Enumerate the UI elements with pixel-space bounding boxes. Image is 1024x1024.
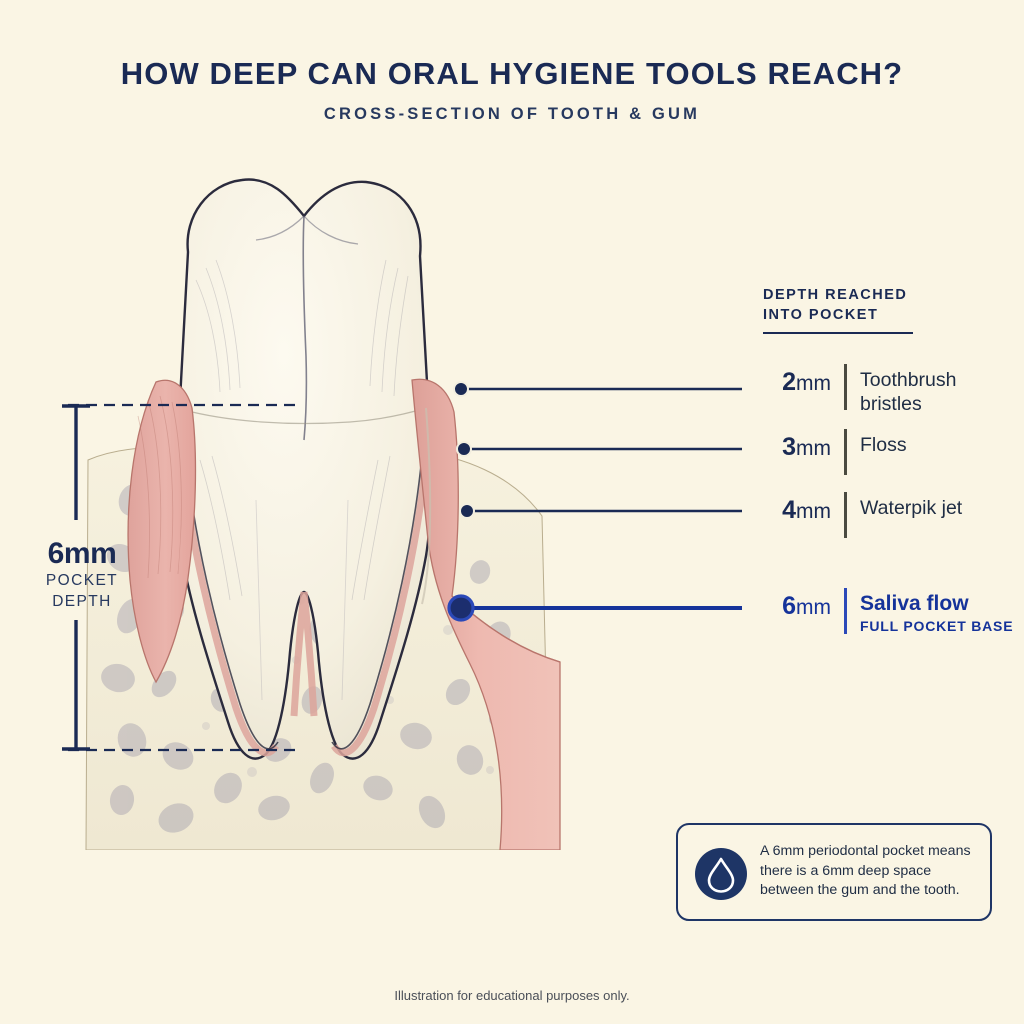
legend-divider <box>844 588 847 634</box>
legend-divider <box>844 492 847 538</box>
tooth <box>176 178 432 760</box>
info-note-text: A 6mm periodontal pocket means there is … <box>760 843 971 898</box>
legend-tool-saliva-sublabel: FULL POCKET BASE <box>860 618 1014 634</box>
page-title: HOW DEEP CAN ORAL HYGIENE TOOLS REACH? <box>120 56 904 91</box>
pocket-depth-label: 6mm POCKET DEPTH <box>22 538 142 612</box>
footer-disclaimer: Illustration for educational purposes on… <box>394 988 630 1003</box>
info-note-box: A 6mm periodontal pocket means there is … <box>676 823 992 921</box>
legend-tool-floss: Floss <box>860 434 907 456</box>
pocket-depth-value: 6mm <box>47 537 117 570</box>
legend-heading-rule <box>763 332 913 334</box>
legend-heading-line2: INTO POCKET <box>763 307 879 323</box>
legend-depth-6mm: 6mm <box>782 592 831 620</box>
legend-tool-toothbrush: Toothbrush bristles <box>860 369 957 415</box>
legend-depth-4mm: 4mm <box>782 496 831 524</box>
periodontal-pocket <box>421 407 432 605</box>
page-subtitle: CROSS-SECTION OF TOOTH & GUM <box>323 105 701 123</box>
water-drop-icon <box>695 848 747 900</box>
legend-depth-3mm: 3mm <box>782 433 831 461</box>
pocket-depth-caption-line2: DEPTH <box>52 593 112 610</box>
pocket-depth-caption-line1: POCKET <box>45 572 119 589</box>
legend-divider <box>844 429 847 475</box>
legend-tool-saliva: Saliva flow <box>860 592 969 615</box>
legend-tool-waterpik: Waterpik jet <box>860 497 963 519</box>
legend-depth-2mm: 2mm <box>782 368 831 396</box>
pocket-depth-measure <box>62 403 300 752</box>
legend-heading-line1: DEPTH REACHED <box>763 287 908 303</box>
legend-divider <box>844 364 847 410</box>
legend-heading: DEPTH REACHED INTO POCKET <box>763 285 983 334</box>
